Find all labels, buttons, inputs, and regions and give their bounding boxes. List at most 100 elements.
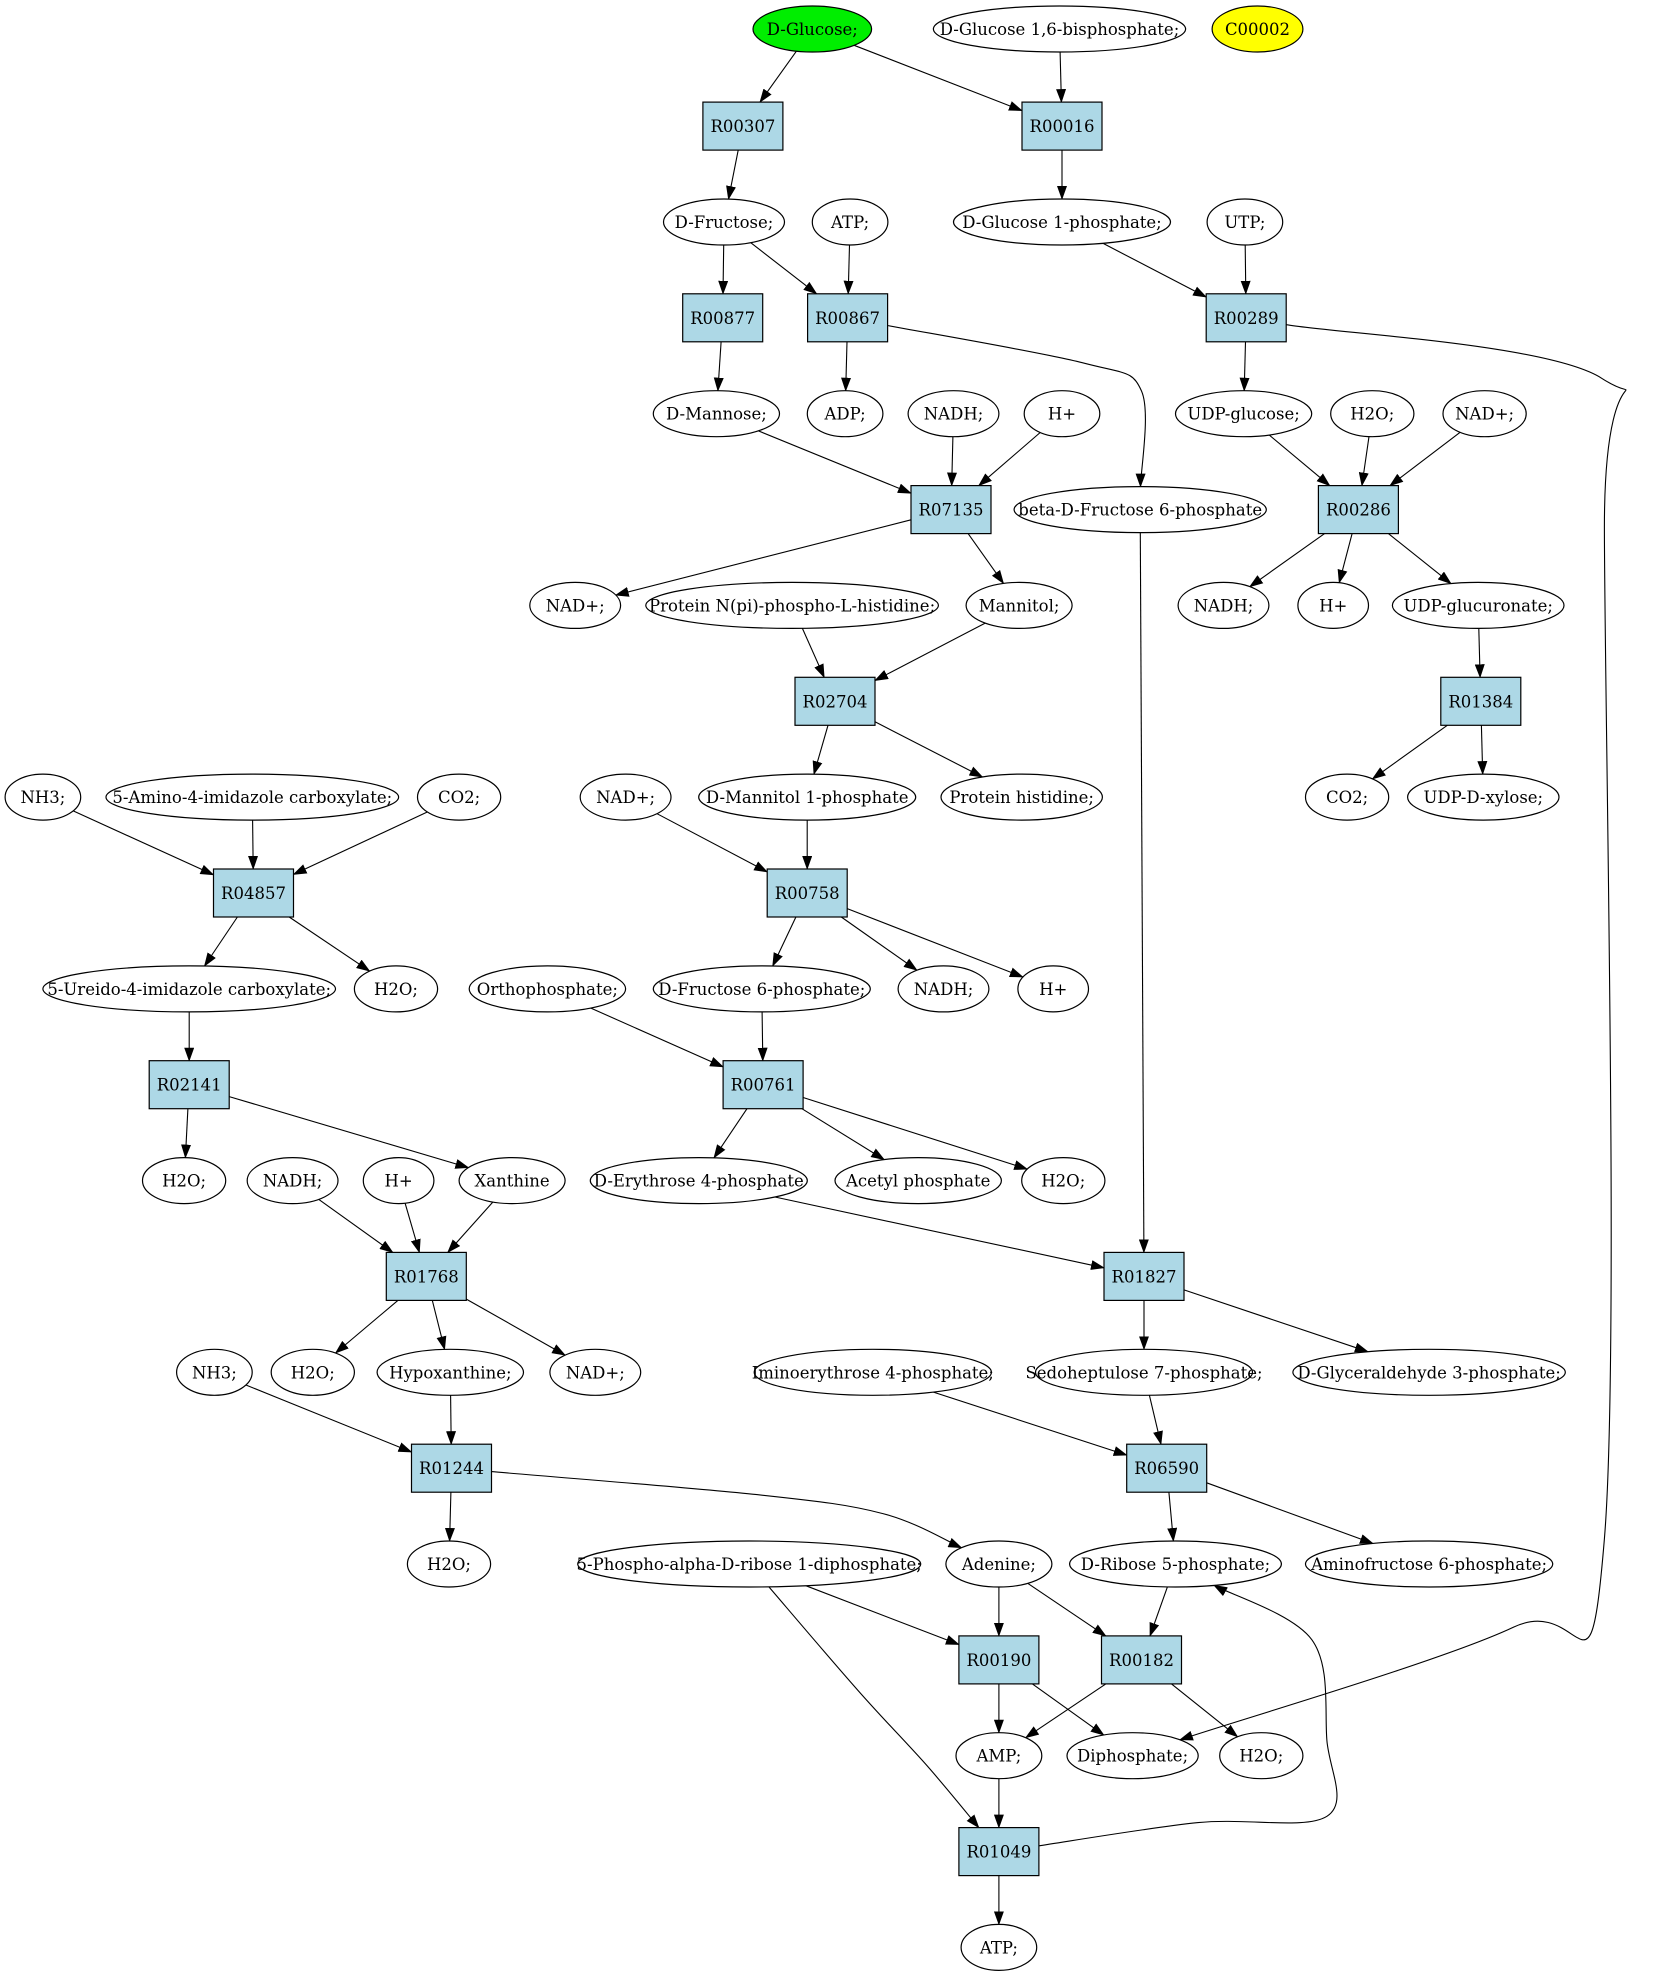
compound-node-f6p[interactable]: D-Fructose 6-phosphate; [652,965,871,1013]
compound-node-udpglc[interactable]: UDP-glucose; [1174,390,1313,438]
compound-node-nadh2[interactable]: NADH; [1177,581,1270,630]
reaction-node-r07135[interactable]: R07135 [910,485,992,535]
compound-node-mannose[interactable]: D-Mannose; [652,390,781,438]
compound-ellipse [458,1156,566,1205]
edge-r00758-to-nadh3 [840,916,918,971]
node-label: R00289 [1214,309,1279,328]
compound-node-prothis[interactable]: Protein histidine; [940,773,1103,821]
compound-node-h2o2[interactable]: H2O; [353,965,439,1013]
compound-node-ureido[interactable]: 5-Ureido-4-imidazole carboxylate; [42,965,337,1013]
compound-node-amp[interactable]: AMP; [955,1732,1043,1780]
reaction-node-r00761[interactable]: R00761 [722,1060,804,1110]
edge-fructose-to-r00867 [750,242,818,295]
compound-node-mannitol1p[interactable]: D-Mannitol 1-phosphate [698,773,917,821]
reaction-node-r01244[interactable]: R01244 [410,1443,493,1493]
node-label: NH3; [20,788,65,807]
compound-node-h2o4[interactable]: H2O; [1021,1156,1106,1205]
node-label: R00016 [1030,117,1095,136]
compound-node-imino[interactable]: Iminoerythrose 4-phosphate; [752,1348,994,1396]
compound-node-utp[interactable]: UTP; [1206,198,1284,246]
compound-node-glucose[interactable]: D-Glucose; [752,5,873,53]
compound-node-atp1[interactable]: ATP; [811,198,889,246]
reaction-node-r02141[interactable]: R02141 [148,1060,230,1110]
compound-node-nh3b[interactable]: NH3; [175,1348,253,1396]
reaction-node-r00877[interactable]: R00877 [682,293,764,343]
edge-r06590-to-r5p [1167,1492,1178,1542]
compound-node-udpxyl[interactable]: UDP-D-xylose; [1407,773,1560,821]
reaction-node-r00016[interactable]: R00016 [1021,101,1103,151]
reaction-node-r00289[interactable]: R00289 [1205,293,1287,343]
compound-node-hplus1[interactable]: H+ [1023,390,1101,438]
node-label: R00286 [1326,501,1391,520]
compound-node-g3p[interactable]: D-Glyceraldehyde 3-phosphate; [1292,1348,1566,1396]
reaction-node-r00190[interactable]: R00190 [958,1635,1040,1685]
compound-node-atp2[interactable]: ATP; [960,1923,1038,1972]
compound-node-h2o5[interactable]: H2O; [270,1348,355,1396]
compound-node-hypox[interactable]: Hypoxanthine; [376,1348,525,1396]
compound-node-nh3a[interactable]: NH3; [4,773,82,821]
reaction-node-r02704[interactable]: R02704 [794,676,876,726]
compound-node-hplus4[interactable]: H+ [362,1156,435,1205]
compound-node-nadh1[interactable]: NADH; [907,390,1000,438]
compound-node-protphos[interactable]: Protein N(pi)-phospho-L-histidine; [645,581,939,630]
compound-node-ortho[interactable]: Orthophosphate; [468,965,627,1013]
compound-node-fructose[interactable]: D-Fructose; [662,198,786,246]
compound-ellipse [270,1348,355,1396]
reaction-box [385,1251,467,1302]
compound-node-udpgluc[interactable]: UDP-glucuronate; [1391,581,1565,630]
reaction-node-r00182[interactable]: R00182 [1100,1635,1183,1685]
compound-node-glc1p[interactable]: D-Glucose 1-phosphate; [952,198,1172,246]
compound-ellipse [1034,1348,1254,1396]
compound-node-adp[interactable]: ADP; [806,390,884,438]
compound-node-hplus3[interactable]: H+ [1017,965,1090,1013]
reaction-node-r01049[interactable]: R01049 [958,1826,1040,1877]
reaction-node-r01384[interactable]: R01384 [1440,676,1522,726]
compound-node-nadp2[interactable]: NAD+; [529,581,622,630]
compound-node-prpp[interactable]: 5-Phospho-alpha-D-ribose 1-diphosphate; [577,1540,922,1588]
compound-node-mannitol[interactable]: Mannitol; [965,581,1073,630]
reaction-node-r00286[interactable]: R00286 [1317,485,1400,535]
compound-node-s7p[interactable]: Sedoheptulose 7-phosphate; [1025,1348,1263,1396]
reaction-node-r00867[interactable]: R00867 [806,293,889,343]
compound-node-nadp4[interactable]: NAD+; [549,1348,642,1396]
compound-node-acetylp[interactable]: Acetyl phosphate [834,1156,1002,1205]
node-label: H+ [1319,596,1347,615]
compound-node-diphos[interactable]: Diphosphate; [1066,1732,1199,1780]
node-label: Adenine; [961,1555,1036,1574]
reaction-node-r04857[interactable]: R04857 [212,868,295,918]
compound-node-h2o6[interactable]: H2O; [406,1540,492,1588]
compound-node-adenine[interactable]: Adenine; [945,1540,1053,1588]
node-label: D-Glyceraldehyde 3-phosphate; [1297,1363,1560,1382]
compound-node-glc16bp[interactable]: D-Glucose 1,6-bisphosphate; [932,5,1187,53]
node-label: NAD+; [596,788,655,807]
compound-node-h2o3[interactable]: H2O; [141,1156,227,1205]
reaction-node-r00307[interactable]: R00307 [702,101,784,151]
compound-node-aminof6p[interactable]: Aminofructose 6-phosphate; [1304,1540,1554,1588]
reaction-box [410,1443,493,1493]
compound-node-bf6p[interactable]: beta-D-Fructose 6-phosphate [1013,486,1267,534]
compound-ellipse [1304,1540,1554,1588]
compound-node-r5p[interactable]: D-Ribose 5-phosphate; [1068,1540,1282,1588]
compound-ellipse [589,1156,808,1205]
compound-node-nadh4[interactable]: NADH; [246,1156,339,1205]
compound-node-co2a[interactable]: CO2; [416,773,502,821]
compound-node-nadp3[interactable]: NAD+; [579,773,672,821]
compound-node-nadh3[interactable]: NADH; [897,965,990,1013]
reaction-node-r06590[interactable]: R06590 [1126,1443,1208,1493]
compound-node-h2o7[interactable]: H2O; [1219,1732,1304,1780]
compound-node-h2o1[interactable]: H2O; [1330,390,1415,438]
reaction-node-r00758[interactable]: R00758 [766,868,848,918]
compound-node-xanthine[interactable]: Xanthine [458,1156,566,1205]
compound-node-aica[interactable]: 5-Amino-4-imidazole carboxylate; [105,773,400,821]
compound-node-e4p[interactable]: D-Erythrose 4-phosphate [589,1156,808,1205]
edge-r01384-to-udpxyl [1477,725,1488,776]
compound-node-hplus2[interactable]: H+ [1297,581,1370,630]
reaction-node-r01827[interactable]: R01827 [1103,1251,1185,1302]
compound-node-c00002[interactable]: C00002 [1211,5,1304,53]
edge-prpp-to-r00190 [805,1585,960,1646]
node-label: Orthophosphate; [477,980,618,999]
compound-node-co2b[interactable]: CO2; [1304,773,1390,821]
compound-node-nadp1[interactable]: NAD+; [1442,390,1527,438]
reaction-node-r01768[interactable]: R01768 [385,1251,467,1302]
edge-hypox-to-r01244 [446,1395,457,1446]
